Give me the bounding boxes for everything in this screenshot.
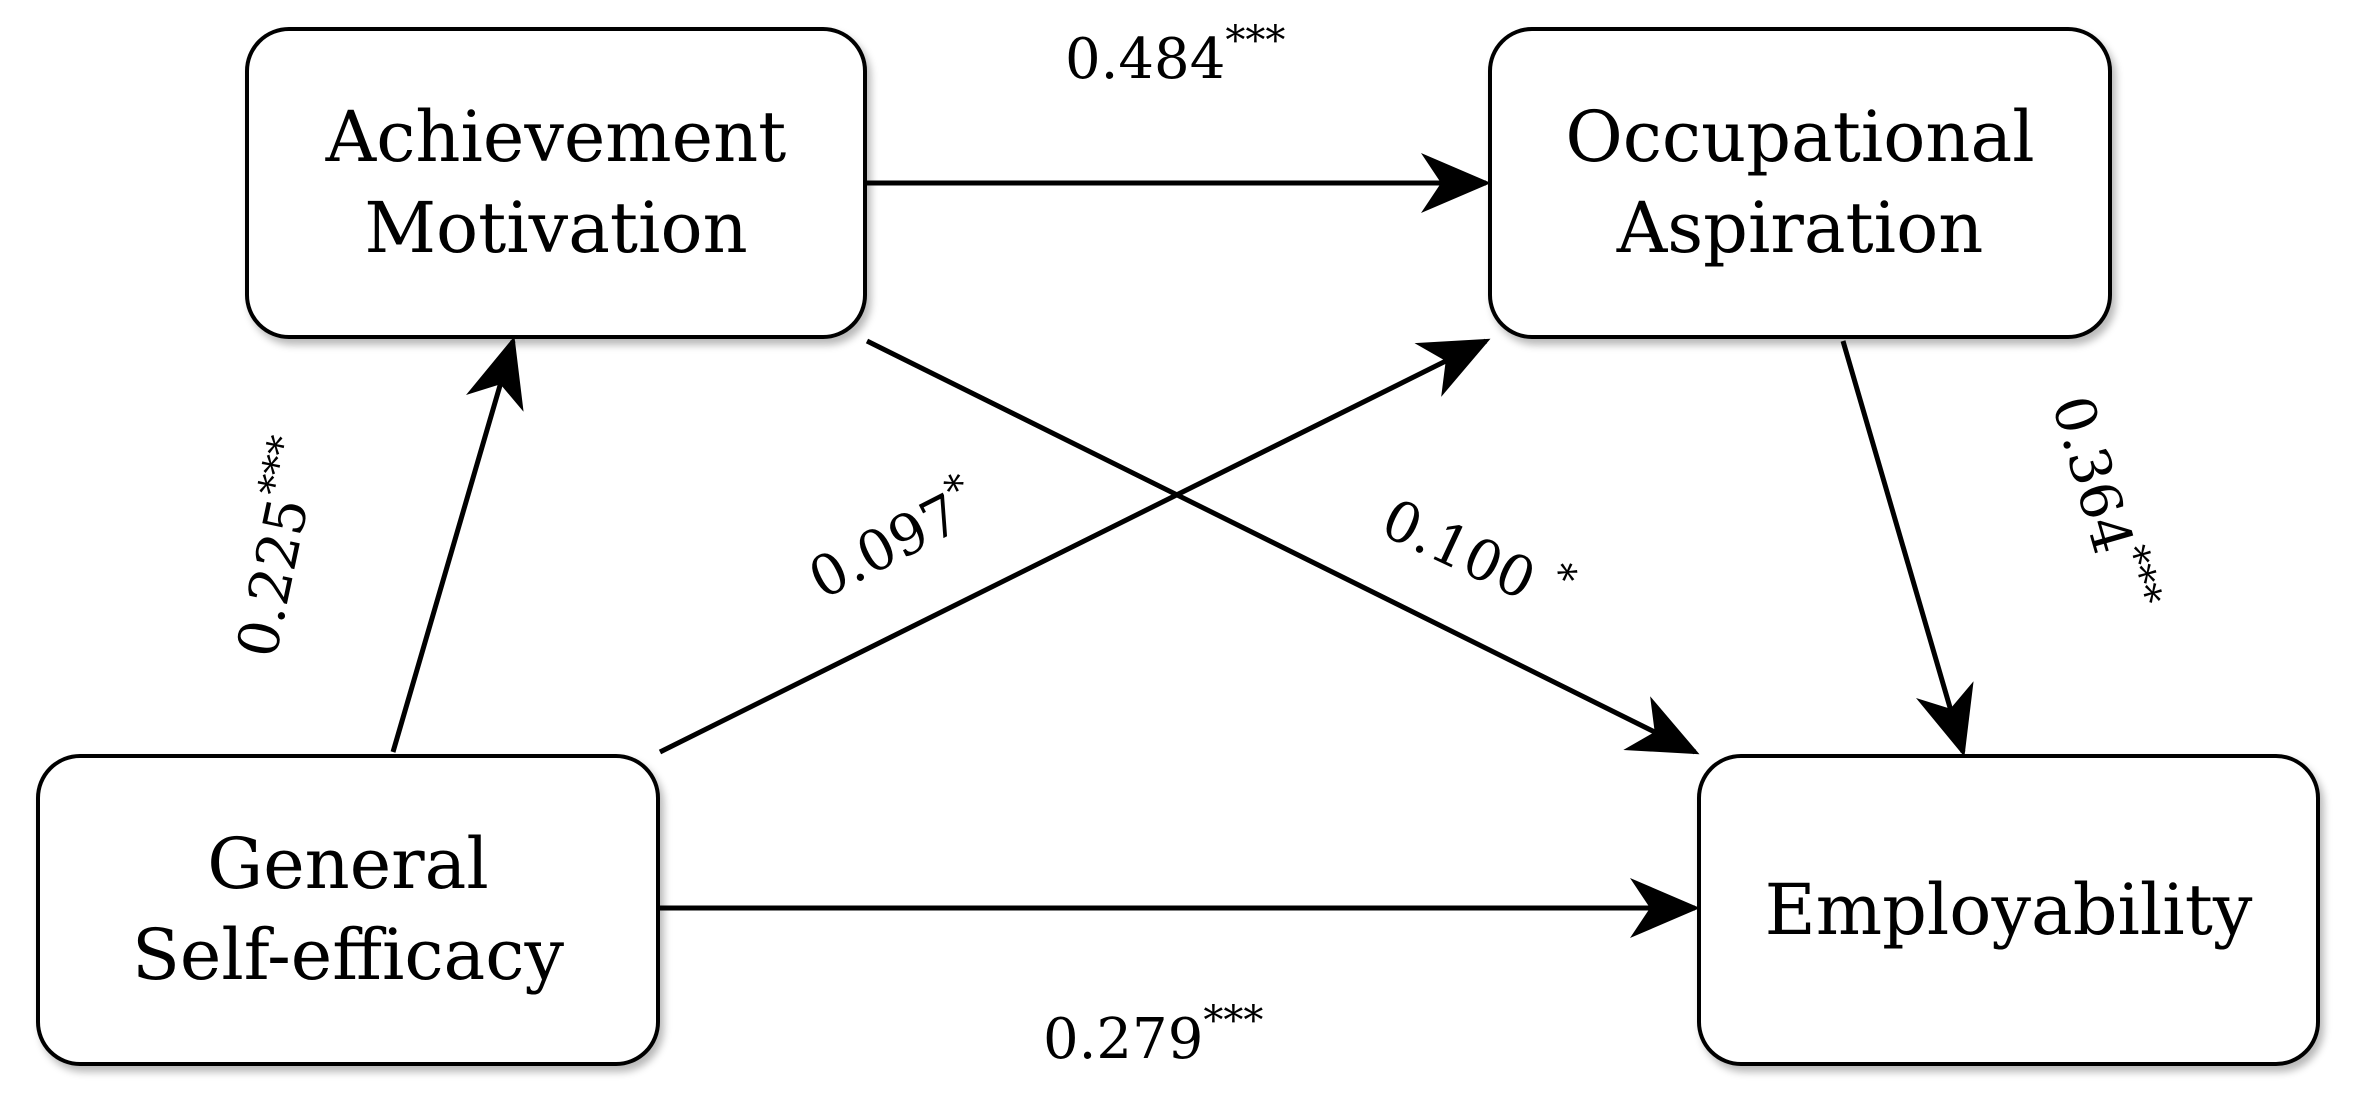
coef-oa-to-emp: 0.364*** — [2039, 386, 2171, 618]
coef-gse-to-oa: 0.097* — [795, 465, 989, 613]
arrow-am-to-emp — [865, 338, 1700, 755]
node-achievement-motivation: Achievement Motivation — [245, 27, 867, 339]
arrow-gse-to-am — [390, 336, 524, 753]
coef-am-to-oa: 0.484*** — [1065, 18, 1285, 92]
node-employability: Employability — [1697, 754, 2320, 1066]
arrow-gse-to-oa — [658, 338, 1491, 755]
node-general-self-efficacy: General Self-efficacy — [36, 754, 660, 1066]
coef-gse-to-am: 0.225*** — [216, 432, 334, 663]
arrow-oa-to-emp — [1840, 340, 1974, 757]
node-label-line2: Motivation — [364, 187, 748, 269]
node-label-line2: Self-efficacy — [131, 914, 565, 996]
coef-gse-to-emp: 0.279*** — [1043, 998, 1263, 1072]
node-label-line1: Employability — [1764, 868, 2253, 951]
node-label-line1: General — [207, 823, 489, 905]
node-label-line1: Achievement — [325, 96, 787, 178]
node-label-line2: Aspiration — [1616, 187, 1984, 269]
node-label-line1: Occupational — [1565, 96, 2035, 178]
node-occupational-aspiration: Occupational Aspiration — [1488, 27, 2112, 339]
